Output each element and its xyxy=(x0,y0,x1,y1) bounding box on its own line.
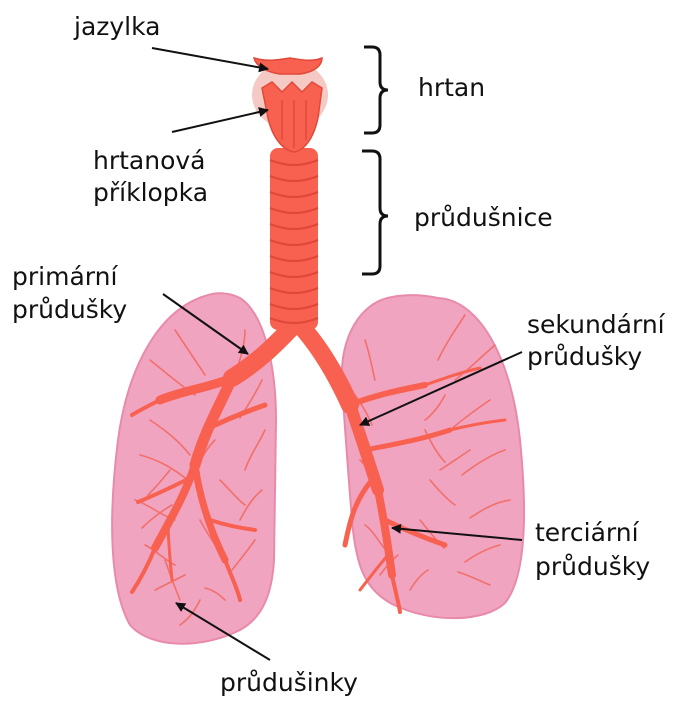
label-hrtanova-line1: hrtanová xyxy=(93,146,206,176)
label-prudusinky: průdušinky xyxy=(220,668,358,698)
label-hrtanova-line2: příklopka xyxy=(93,178,208,208)
arrow-hrtanova-priklopka xyxy=(172,110,268,132)
label-terciarni-line1: terciární xyxy=(535,518,639,548)
arrow-jazylka xyxy=(152,48,268,69)
label-primarni-line1: primární xyxy=(12,262,117,292)
label-terciarni-line2: průdušky xyxy=(535,552,650,582)
label-sekundarni-line2: průdušky xyxy=(527,342,642,372)
label-jazylka: jazylka xyxy=(74,12,161,42)
label-primarni-line2: průdušky xyxy=(12,295,127,325)
hrtan-bracket xyxy=(364,47,388,133)
prudusnice-bracket xyxy=(362,151,388,274)
label-hrtan: hrtan xyxy=(418,73,485,103)
label-prudusnice: průdušnice xyxy=(414,203,553,233)
trachea xyxy=(270,148,318,330)
label-sekundarni-line1: sekundární xyxy=(527,310,665,340)
thyroid-cartilage xyxy=(262,82,322,152)
